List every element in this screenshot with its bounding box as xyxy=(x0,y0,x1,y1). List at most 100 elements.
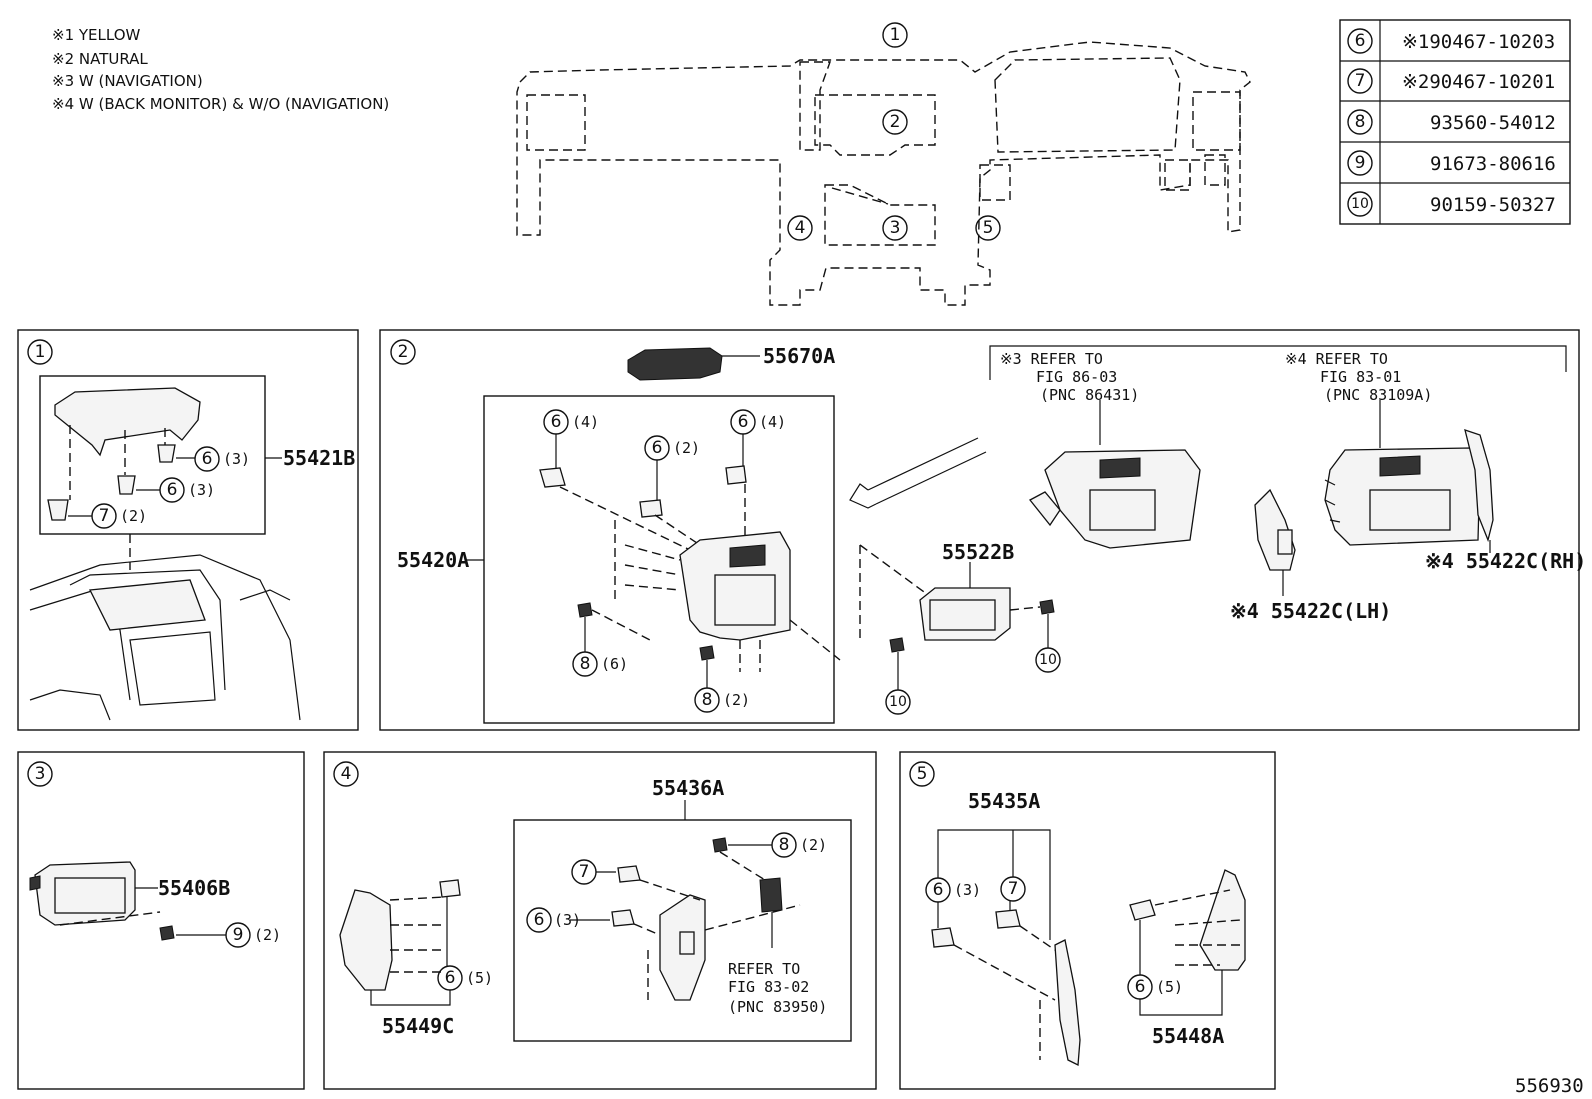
clip-6-right xyxy=(725,465,747,485)
side-trim-55435a xyxy=(1054,939,1081,1067)
p2-ref-nav-2: FIG 86-03 xyxy=(1036,368,1117,386)
clip-6-box xyxy=(611,909,635,927)
screw-9 xyxy=(159,925,175,941)
table-part-10: 90159-50327 xyxy=(1430,194,1556,216)
note-4: ※4 W (BACK MONITOR) & W/O (NAVIGATION) xyxy=(52,95,389,113)
table-part-6: ※190467-10203 xyxy=(1402,31,1555,53)
p2-ref-10-left: 10 xyxy=(889,694,907,710)
panel-3-unit-screen xyxy=(54,877,126,914)
p2-bezel-label: 55420A xyxy=(397,548,469,572)
bezel-vent xyxy=(729,544,766,568)
p5-ref-6-top: 6 xyxy=(933,880,944,900)
p1-part-label: 55421B xyxy=(283,446,355,470)
display-screen xyxy=(929,599,996,631)
screw-10-left xyxy=(889,637,905,653)
note-3: ※3 W (NAVIGATION) xyxy=(52,72,203,90)
p2-ref-back-3: (PNC 83109A) xyxy=(1324,386,1432,404)
p5-top-label: 55435A xyxy=(968,789,1040,813)
overview-callout-2: 2 xyxy=(890,112,901,132)
overview-callout-3: 3 xyxy=(890,218,901,238)
notes-legend: ※1 YELLOW ※2 NATURAL ※3 W (NAVIGATION) ※… xyxy=(52,26,389,113)
p2-qty-6-left: (4) xyxy=(572,413,599,431)
p2-display-label: 55522B xyxy=(942,540,1014,564)
nav-unit-vent xyxy=(1099,457,1141,479)
p4-ref-2: FIG 83-02 xyxy=(728,978,809,996)
p4-ref-3: (PNC 83950) xyxy=(728,998,827,1016)
p2-qty-8-bottom: (2) xyxy=(723,691,750,709)
p2-qty-6-mid: (2) xyxy=(673,439,700,457)
p1-qty-6b: (3) xyxy=(188,481,215,499)
panel-1: 1 6 (3) 6 (3) 7 (2) 55421B xyxy=(17,329,359,731)
panel-4-number: 4 xyxy=(341,764,352,784)
back-monitor-vent xyxy=(1379,455,1421,477)
p5-ref-7: 7 xyxy=(1008,879,1019,899)
panel-2-number: 2 xyxy=(398,342,409,362)
table-ref-9: 9 xyxy=(1355,153,1366,173)
p5-qty-6-bottom: (5) xyxy=(1156,978,1183,996)
screw-8-left xyxy=(577,602,593,618)
clip-7 xyxy=(47,499,69,521)
p1-ref-6a: 6 xyxy=(202,449,213,469)
overview-callout-4: 4 xyxy=(795,218,806,238)
p2-ref-6-right: 6 xyxy=(738,412,749,432)
panel-4: 4 6 (5) 55449C 55436A 7 6 (3) 8 (2) xyxy=(323,751,877,1090)
clip-6-bottom xyxy=(1129,899,1156,921)
nav-unit-bracket xyxy=(1029,491,1061,527)
clip-6-top xyxy=(931,927,955,948)
clip-6-left xyxy=(539,467,566,488)
p2-rh-label: ※4 55422C(RH) xyxy=(1425,549,1586,573)
switch-panel-opening xyxy=(679,931,695,955)
p4-cover-label: 55449C xyxy=(382,1014,454,1038)
p1-ref-6b: 6 xyxy=(167,480,178,500)
p4-ref-1: REFER TO xyxy=(728,960,800,978)
screw-8-bottom xyxy=(699,645,715,661)
p4-ref-8: 8 xyxy=(779,835,790,855)
screw-8-box xyxy=(712,837,728,853)
switch-module xyxy=(759,877,783,913)
p1-ref-7: 7 xyxy=(99,506,110,526)
p2-ref-8-bottom: 8 xyxy=(702,690,713,710)
p5-ref-6-bottom: 6 xyxy=(1135,977,1146,997)
p3-ref-9: 9 xyxy=(233,925,244,945)
p4-box-label: 55436A xyxy=(652,776,724,800)
figure-id: 556930 xyxy=(1515,1075,1584,1097)
back-monitor-screen xyxy=(1369,489,1451,531)
p2-ref-10-right: 10 xyxy=(1039,652,1057,668)
table-ref-8: 8 xyxy=(1355,112,1366,132)
p3-part-label: 55406B xyxy=(158,876,230,900)
p4-ref-6-cover: 6 xyxy=(445,968,456,988)
clip-6-cover xyxy=(439,879,461,898)
p2-vent-label: 55670A xyxy=(763,344,835,368)
panel-1-number: 1 xyxy=(35,342,46,362)
clip-7-top xyxy=(995,909,1021,929)
panel-5: 5 55435A 6 (3) 7 6 (5) 55448A xyxy=(899,751,1276,1090)
p2-lh-label: ※4 55422C(LH) xyxy=(1230,599,1391,623)
clip-6a xyxy=(157,444,176,463)
clip-6-mid xyxy=(639,499,663,518)
nav-unit-screen xyxy=(1089,489,1156,531)
panel-3: 3 55406B 9 (2) xyxy=(17,751,305,1090)
note-1: ※1 YELLOW xyxy=(52,26,141,44)
clip-7-box xyxy=(617,865,641,883)
note-2: ※2 NATURAL xyxy=(52,50,148,68)
panel-3-number: 3 xyxy=(35,764,46,784)
p4-qty-8: (2) xyxy=(800,836,827,854)
table-ref-6: 6 xyxy=(1355,31,1366,51)
p3-qty-9: (2) xyxy=(254,926,281,944)
p2-ref-back-1: ※4 REFER TO xyxy=(1285,350,1388,368)
table-ref-7: 7 xyxy=(1355,71,1366,91)
dashboard-opening xyxy=(88,579,206,631)
p2-qty-6-right: (4) xyxy=(759,413,786,431)
overview-callout-1: 1 xyxy=(890,25,901,45)
overview-callout-5: 5 xyxy=(983,218,994,238)
table-part-8: 93560-54012 xyxy=(1430,112,1556,134)
bezel-opening xyxy=(714,574,776,626)
side-panel-lh-switch xyxy=(1277,529,1293,555)
vent-part xyxy=(627,347,723,381)
screw-10-right xyxy=(1039,599,1055,615)
p1-qty-6a: (3) xyxy=(223,450,250,468)
p4-qty-6-box: (3) xyxy=(554,911,581,929)
p2-ref-nav-3: (PNC 86431) xyxy=(1040,386,1139,404)
table-ref-10: 10 xyxy=(1351,196,1369,212)
